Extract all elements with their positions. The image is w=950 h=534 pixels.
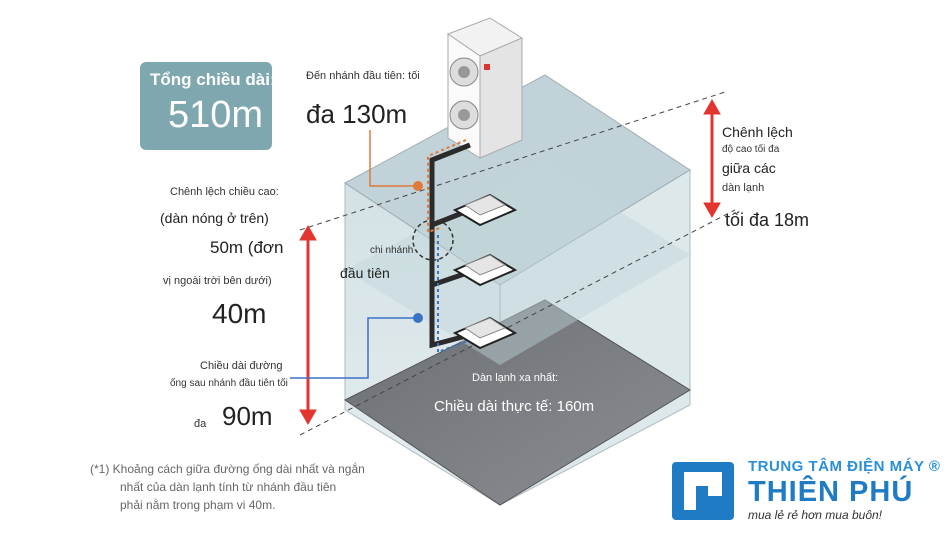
pipe-after-value: 90m — [222, 401, 273, 431]
total-length-value: 510m — [168, 94, 264, 136]
height-diff-value: 40m — [212, 298, 267, 329]
brand-block: TRUNG TÂM ĐIỆN MÁY ® THIÊN PHÚ mua lẻ rẻ… — [668, 450, 948, 530]
main-pipe — [429, 142, 471, 349]
callout-pipe-after — [290, 317, 418, 379]
cassette-unit-icon — [452, 316, 518, 350]
height-arrow-left — [299, 224, 317, 426]
dashed-guide-upper — [299, 91, 726, 231]
indoor-diff-line3: giữa các — [722, 160, 776, 176]
height-diff-line3: 50m (đơn — [210, 238, 284, 257]
first-branch-value: đa 130m — [306, 99, 408, 129]
dashed-guide-lower — [299, 209, 736, 436]
total-length-box: Tổng chiều dài: 510m — [140, 62, 276, 150]
first-branch-small: chi nhánh — [370, 245, 414, 256]
brand-name: THIÊN PHÚ — [748, 476, 914, 508]
first-branch-caption: Đến nhánh đầu tiên: tối — [306, 70, 420, 82]
height-diff-line1: Chênh lệch chiều cao: — [170, 186, 279, 198]
outdoor-unit-icon — [446, 17, 524, 159]
first-branch-marker — [412, 219, 454, 261]
pipe-after-line2: ống sau nhánh đầu tiên tối — [170, 378, 288, 389]
total-length-title: Tổng chiều dài: — [150, 70, 276, 89]
indoor-diff-line2: độ cao tối đa — [722, 144, 780, 155]
footnote: (*1) Khoảng cách giữa đường ống dài nhất… — [90, 460, 390, 514]
blue-route — [437, 235, 471, 354]
indoor-diff-value: tối đa 18m — [725, 210, 810, 230]
cassette-unit-icon — [452, 253, 518, 287]
pipe-after-line1: Chiều dài đường — [200, 360, 283, 372]
farthest-unit-value: Chiều dài thực tế: 160m — [434, 398, 595, 415]
indoor-diff-line4: dàn lạnh — [722, 182, 765, 194]
callout-first-branch — [369, 130, 418, 187]
brand-logo-icon — [672, 462, 734, 520]
footnote-line1: (*1) Khoảng cách giữa đường ống dài nhất… — [90, 462, 365, 476]
cassette-unit-icon — [452, 193, 518, 227]
brand-slogan: mua lẻ rẻ hơn mua buôn! — [748, 508, 882, 522]
pipe-after-prefix: đa — [194, 418, 207, 430]
farthest-unit-caption: Dàn lạnh xa nhất: — [472, 372, 559, 384]
brand-tagline-top: TRUNG TÂM ĐIỆN MÁY ® — [748, 458, 941, 475]
height-arrow-right — [703, 98, 721, 219]
footnote-line2: nhất của dàn lạnh tính từ nhánh đầu tiên — [120, 480, 337, 494]
first-branch-main: đầu tiên — [340, 265, 390, 281]
height-diff-line2: (dàn nóng ở trên) — [160, 210, 269, 226]
indoor-diff-line1: Chênh lệch — [722, 124, 793, 140]
footnote-line3: phải nằm trong phạm vi 40m. — [120, 498, 276, 512]
orange-route — [427, 139, 467, 234]
height-diff-line4: vị ngoài trời bên dưới) — [163, 275, 272, 287]
